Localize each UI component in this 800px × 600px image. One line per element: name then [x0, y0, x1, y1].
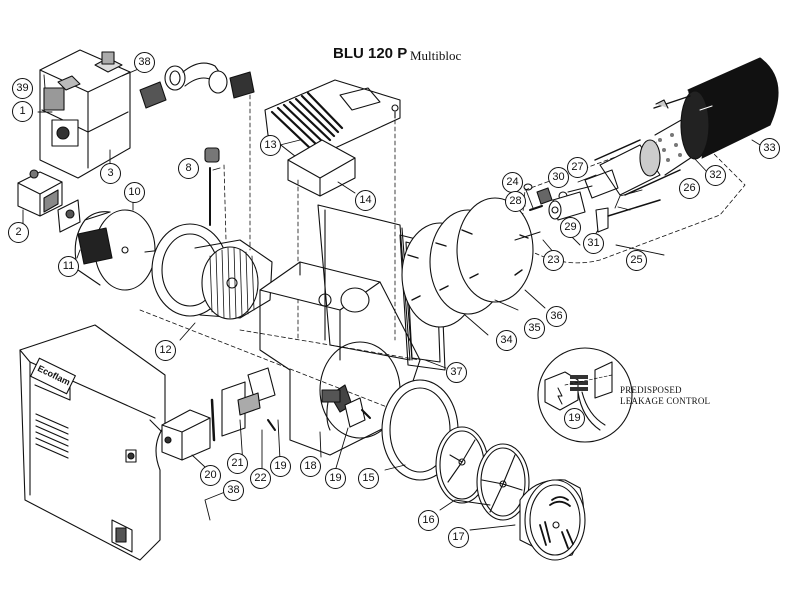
callout-10: 10	[124, 182, 145, 203]
callout-25: 25	[626, 250, 647, 271]
motor-drawing	[74, 209, 163, 291]
callout-8: 8	[178, 158, 199, 179]
note-line-1: PREDISPOSED	[620, 385, 682, 395]
callout-17: 17	[448, 527, 469, 548]
control-box-drawing	[161, 367, 276, 461]
gas-valve-drawing	[39, 49, 131, 179]
callout-30: 30	[548, 167, 569, 188]
callout-3: 3	[100, 163, 121, 184]
callout-2: 2	[8, 222, 29, 243]
callout-23: 23	[543, 250, 564, 271]
gaskets-drawing	[401, 197, 541, 328]
callout-27: 27	[567, 157, 588, 178]
callout-20: 20	[200, 465, 221, 486]
air-pressure-switch-drawing	[17, 169, 81, 233]
callout-34: 34	[496, 330, 517, 351]
callout-16: 16	[418, 510, 439, 531]
callout-13: 13	[260, 135, 281, 156]
callout-19-c: 19	[564, 408, 585, 429]
fan-wheel-drawing	[151, 223, 273, 320]
callout-12: 12	[155, 340, 176, 361]
callout-35: 35	[524, 318, 545, 339]
callout-29: 29	[560, 217, 581, 238]
callout-38-a: 38	[134, 52, 155, 73]
callout-38-b: 38	[223, 480, 244, 501]
callout-26: 26	[679, 178, 700, 199]
callout-28: 28	[505, 191, 526, 212]
callout-37: 37	[446, 362, 467, 383]
callout-36: 36	[546, 306, 567, 327]
silencer-drawing	[519, 479, 586, 561]
callout-33: 33	[759, 138, 780, 159]
callout-1: 1	[12, 101, 33, 122]
damper-actuator-drawing	[264, 79, 401, 197]
callout-32: 32	[705, 165, 726, 186]
note-line-2: LEAKAGE CONTROL	[620, 396, 711, 406]
pressure-fitting-drawing	[204, 147, 220, 226]
gas-fittings-drawing	[139, 62, 255, 109]
terminal-block-drawing	[321, 389, 371, 431]
model-subtitle: Multibloc	[410, 48, 462, 63]
leakage-control-inset-drawing	[537, 347, 633, 443]
model-title: BLU 120 P	[333, 45, 408, 62]
callout-39: 39	[12, 78, 33, 99]
leakage-control-note: PREDISPOSED LEAKAGE CONTROL	[620, 385, 710, 407]
callout-22: 22	[250, 468, 271, 489]
callout-19-a: 19	[270, 456, 291, 477]
callout-24: 24	[502, 172, 523, 193]
callout-19-b: 19	[325, 468, 346, 489]
callout-31: 31	[583, 233, 604, 254]
callout-14: 14	[355, 190, 376, 211]
callout-11: 11	[58, 256, 79, 277]
callout-15: 15	[358, 468, 379, 489]
air-grids-drawing	[435, 426, 530, 521]
blast-tube-drawing	[653, 57, 779, 160]
callout-18: 18	[300, 456, 321, 477]
callout-21: 21	[227, 453, 248, 474]
cover-drawing: Ecoflam	[19, 324, 166, 561]
